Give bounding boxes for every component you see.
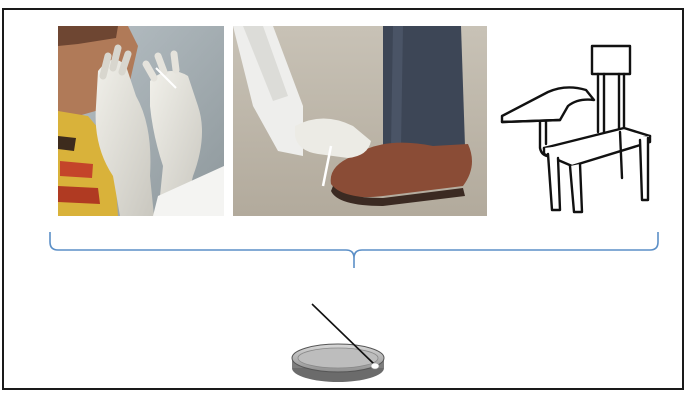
- petri-dish-with-swab-icon: [280, 300, 400, 390]
